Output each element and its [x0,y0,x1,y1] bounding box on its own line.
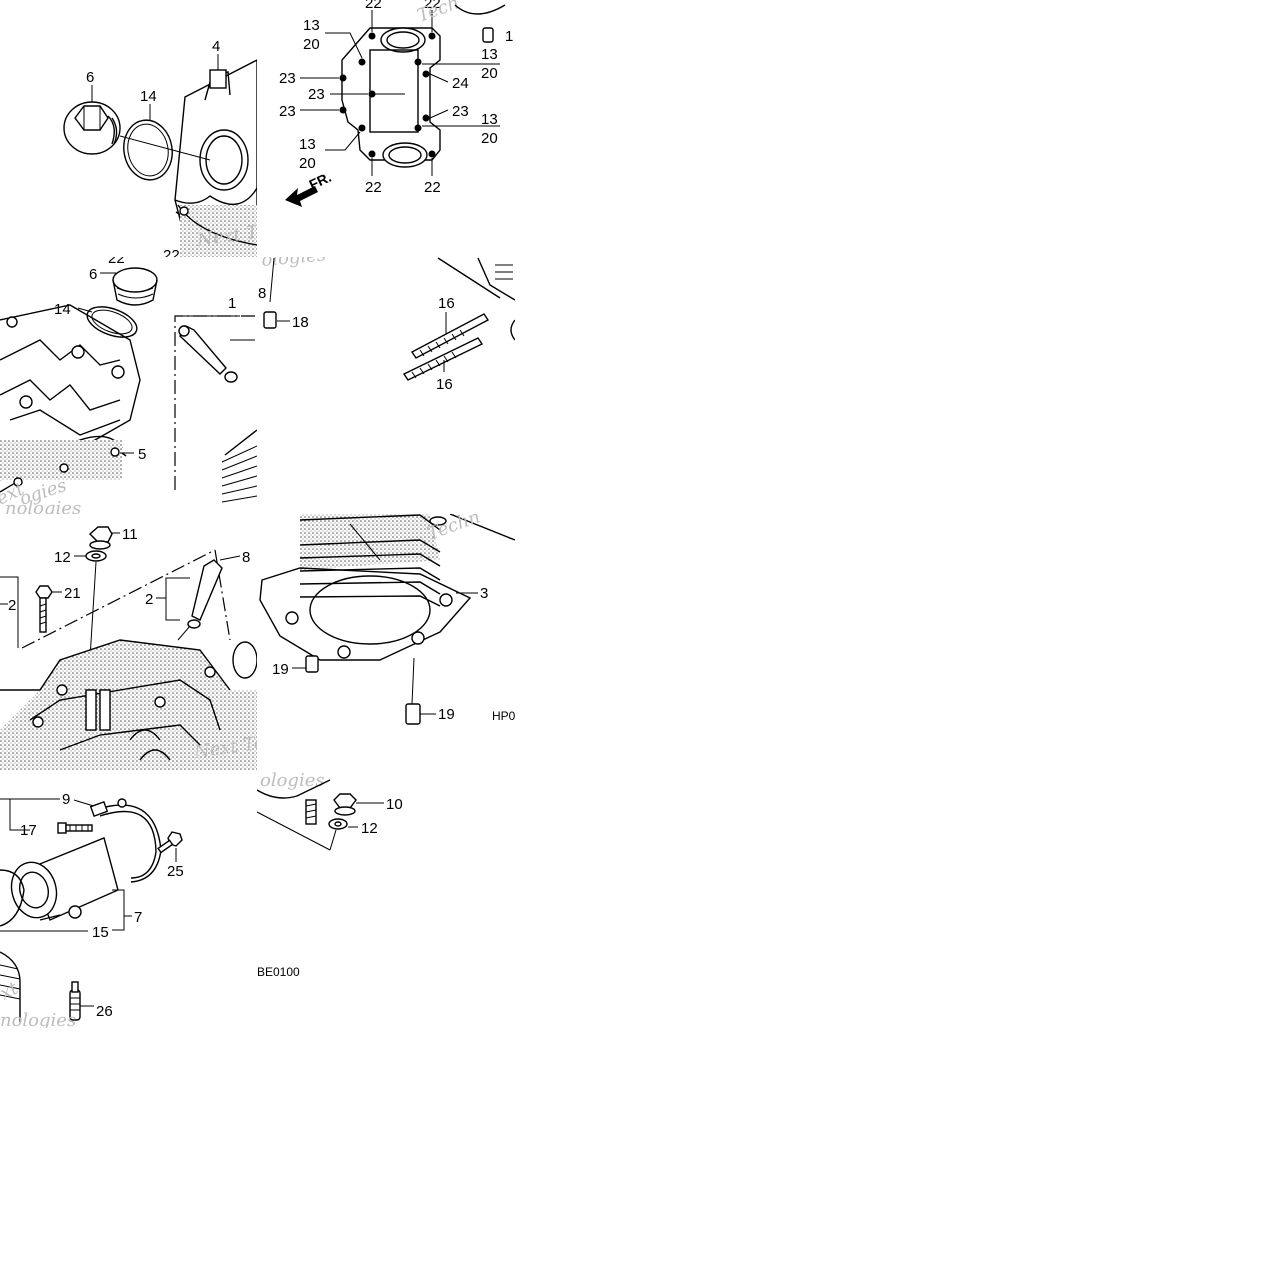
callout-10: 10 [386,796,403,813]
valve-guide [187,559,223,629]
callout-17: 17 [20,822,37,839]
callout-5: 5 [138,446,146,463]
callout-8: 8 [242,549,250,566]
stud [305,799,317,825]
stud-bolt [402,313,490,381]
tile-cylinder-head: 11 12 21 2 2 8 [0,526,257,770]
callout-21: 21 [64,585,81,602]
callout-22: 22 [365,179,382,196]
callout-16: 16 [438,295,455,312]
watermark: xt [0,977,22,1004]
cylinder-head-casting [0,639,257,770]
callout-6: 6 [89,266,97,283]
callout-18: 18 [292,314,309,331]
front-arrow-icon [285,186,318,207]
dowel-pin [263,311,277,329]
callout-2: 2 [145,591,153,608]
bolt-holes [339,32,436,158]
washer [328,818,348,830]
callout-6: 6 [86,69,94,86]
callout-16: 16 [436,376,453,393]
callout-23: 23 [308,86,325,103]
tile-intake: 9 17 25 7 15 [0,791,184,1031]
hose-clamp [89,798,162,883]
watermark: Techn [425,506,483,544]
tile-cover-assembly: 6 22 14 5 1 ext ogies nologies [0,250,257,519]
callout-22: 22 [108,250,125,267]
watermark: Tech [415,0,463,27]
o-ring [123,119,173,181]
callout-1: 1 [228,295,236,312]
tile-hardware: ologies 10 12 BE0100 [257,770,403,979]
callout-15: 15 [92,924,109,941]
bolt [57,822,93,834]
callout-14: 14 [54,301,71,318]
callout-20: 20 [481,65,498,82]
callout-20: 20 [303,36,320,53]
oil-cap-side [112,267,158,306]
spark-plug [69,981,81,1021]
callout-13: 13 [481,111,498,128]
oil-filler-cap [63,101,121,155]
cylinder-fins [221,429,257,503]
callout-13: 13 [303,17,320,34]
head-cover-body [0,304,141,493]
o-ring-side [86,306,138,338]
callout-23: 23 [279,103,296,120]
callout-23: 23 [279,70,296,87]
bolt [35,585,53,633]
watermark: nologies [0,1010,76,1031]
callout-24: 24 [452,75,469,92]
callout-2: 2 [8,597,16,614]
callout-20: 20 [481,130,498,147]
callout-19: 19 [438,706,455,723]
callout-22: 22 [424,179,441,196]
callout-23: 23 [452,103,469,120]
callout-3: 3 [480,585,488,602]
watermark: ologies [260,770,325,791]
callout-25: 25 [167,863,184,880]
dowel-pin [482,27,494,43]
drawing-code: HP0 [492,709,516,723]
flange-nut [333,793,357,816]
dowel-pin [305,655,421,725]
watermark: nologies [5,498,81,519]
front-marker: FR. [307,169,334,193]
callout-1: 1 [505,28,513,45]
callout-8: 8 [258,285,266,302]
callout-4: 4 [212,38,220,55]
flange-nut [88,526,113,550]
tile-studs: ologies 8 18 16 16 [258,244,515,393]
callout-13: 13 [299,136,316,153]
callout-20: 20 [299,155,316,172]
callout-13: 13 [481,46,498,63]
callout-22: 22 [163,247,180,264]
callout-19: 19 [272,661,289,678]
callout-12: 12 [54,549,71,566]
callout-7: 7 [134,909,142,926]
cover-gasket-outline [341,27,441,168]
tile-gasket-top-view: 22 22 13 20 23 23 23 13 20 22 22 13 20 2… [279,0,513,207]
tile-head-cover-cap: 6 14 4 Next Tec 22 [63,38,257,264]
drawing-code: BE0100 [257,965,300,979]
washer [85,550,107,562]
callout-26: 26 [96,1003,113,1020]
callout-12: 12 [361,820,378,837]
cylinder-gasket [259,567,472,661]
tile-cylinder-gasket: 3 19 19 HP0 Techn [259,506,516,725]
valve-guide [178,325,255,383]
bolt [157,831,183,854]
intake-pipe [0,837,119,927]
callout-22: 22 [424,0,441,12]
callout-9: 9 [62,791,70,808]
leader-lines [300,10,500,176]
cylinder-head-cover [174,59,257,257]
callout-14: 14 [140,88,157,105]
callout-22: 22 [365,0,382,12]
watermark: ologies [261,244,327,271]
callout-11: 11 [122,526,138,543]
